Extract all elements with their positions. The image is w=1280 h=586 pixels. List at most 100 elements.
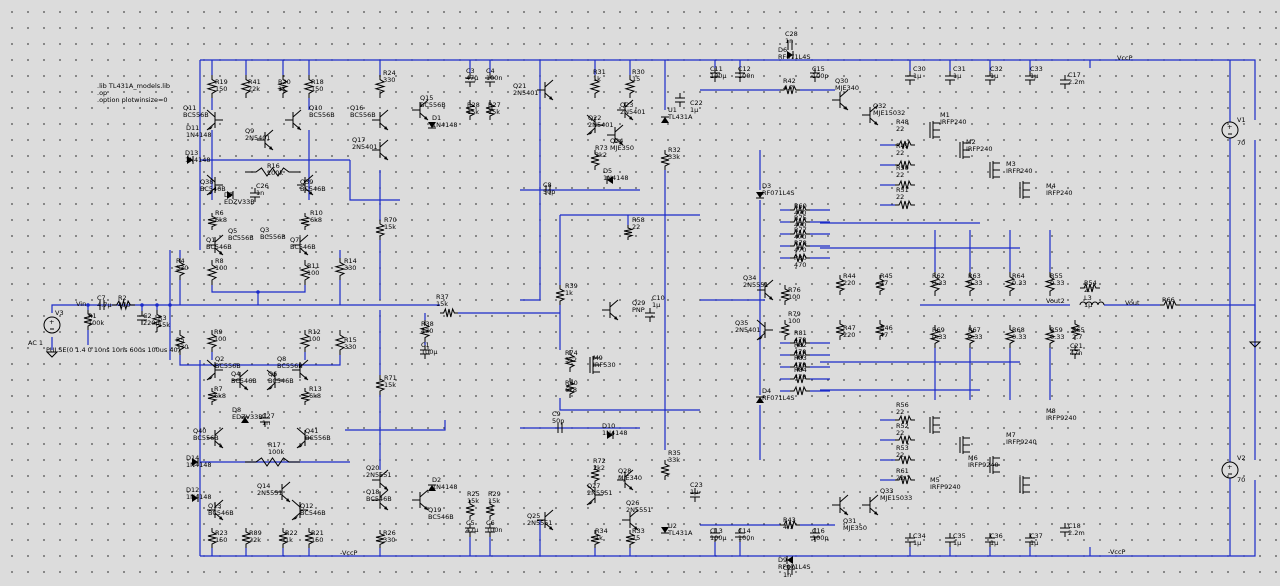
component-value[interactable]: EDZV33B — [224, 198, 255, 206]
component-value[interactable]: 100p — [812, 72, 829, 80]
capacitor[interactable] — [99, 300, 105, 310]
component-id[interactable]: R24 — [383, 69, 396, 77]
component-id[interactable]: R70 — [384, 216, 397, 224]
component-id[interactable]: Q18 — [366, 488, 379, 496]
component-id[interactable]: R78 — [794, 239, 807, 247]
component-id[interactable]: M8 — [1046, 407, 1056, 415]
component-id[interactable]: R62 — [932, 272, 945, 280]
transistor[interactable] — [207, 499, 224, 521]
component-value[interactable]: 470 — [118, 301, 130, 309]
resistor[interactable] — [660, 460, 671, 480]
component-id[interactable]: R58 — [632, 216, 645, 224]
component-value[interactable]: BC546B — [206, 243, 232, 251]
wire[interactable] — [200, 59, 1256, 120]
component-value[interactable]: 22 — [896, 451, 904, 459]
diode[interactable] — [607, 431, 614, 439]
component-id[interactable]: R42 — [783, 77, 796, 85]
component-value[interactable]: IRFP240 — [966, 145, 993, 153]
component-value[interactable]: 22 — [896, 474, 904, 482]
resistor[interactable] — [623, 225, 634, 240]
component-value[interactable]: 33k — [668, 456, 680, 464]
component-value[interactable]: 220 — [843, 279, 855, 287]
resistor[interactable] — [375, 530, 386, 548]
component-id[interactable]: Q19 — [428, 506, 441, 514]
resistor[interactable] — [300, 388, 311, 405]
component-value[interactable]: MJE15032 — [873, 109, 905, 117]
component-id[interactable]: C13 — [710, 527, 723, 535]
component-id[interactable]: R69 — [932, 326, 945, 334]
component-value[interactable]: 47 — [880, 331, 888, 339]
net-vccn[interactable]: -VccP — [1108, 548, 1126, 556]
component-value[interactable]: 470 — [421, 327, 433, 335]
component-value[interactable]: BC546B — [200, 185, 226, 193]
component-id[interactable]: R89 — [249, 529, 262, 537]
diode[interactable] — [756, 396, 764, 403]
component-value[interactable]: 15k — [436, 300, 448, 308]
component-value[interactable]: 150 — [215, 536, 227, 544]
resistor[interactable] — [590, 150, 601, 170]
component-id[interactable]: Q13 — [208, 502, 221, 510]
component-id[interactable]: C28 — [785, 30, 798, 38]
component-id[interactable]: D7 — [224, 191, 233, 199]
capacitor[interactable] — [645, 308, 655, 322]
component-id[interactable]: Q15 — [420, 94, 433, 102]
component-id[interactable]: Q27 — [587, 482, 600, 490]
component-value[interactable]: 2N5401 — [588, 121, 614, 129]
component-value[interactable]: 470 — [794, 221, 806, 229]
component-id[interactable]: C21 — [1070, 342, 1083, 350]
resistor[interactable] — [964, 325, 976, 348]
component-id[interactable]: Q14 — [257, 482, 270, 490]
component-value[interactable]: MJE350 — [843, 524, 867, 532]
component-value[interactable]: 100 — [788, 293, 800, 301]
component-id[interactable]: R56 — [896, 401, 909, 409]
component-id[interactable]: R44 — [843, 272, 856, 280]
transistor[interactable] — [232, 369, 249, 391]
resistor[interactable] — [334, 330, 346, 355]
resistor[interactable] — [1044, 272, 1056, 296]
component-value[interactable]: 6k8 — [309, 392, 321, 400]
component-value[interactable]: 4.7 — [783, 84, 793, 92]
resistor[interactable] — [790, 385, 810, 396]
component-value[interactable]: 150 — [311, 536, 323, 544]
component-value[interactable]: PNP — [632, 306, 645, 314]
resistor[interactable] — [835, 275, 846, 295]
component-value[interactable]: 15 — [632, 75, 640, 83]
resistor[interactable] — [278, 528, 289, 548]
component-value[interactable]: 470 — [794, 348, 806, 356]
diode[interactable] — [606, 176, 613, 184]
resistor[interactable] — [590, 465, 601, 485]
component-value[interactable]: BC556B — [350, 111, 376, 119]
component-value[interactable]: 470 — [794, 361, 806, 369]
capacitor[interactable] — [260, 413, 270, 427]
capacitor[interactable] — [485, 73, 495, 87]
component-value[interactable]: IRFP9240 — [1006, 438, 1037, 446]
component-id[interactable]: R27 — [488, 101, 501, 109]
transistor[interactable] — [207, 427, 224, 449]
component-value[interactable]: 100n — [486, 526, 503, 534]
component-id[interactable]: Q1 — [206, 236, 215, 244]
component-id[interactable]: R17 — [268, 441, 281, 449]
component-id[interactable]: R84 — [794, 366, 807, 374]
component-id[interactable]: C33 — [1030, 65, 1043, 73]
component-value[interactable]: BC546B — [366, 495, 392, 503]
component-value[interactable]: 100p — [812, 534, 829, 542]
component-value[interactable]: 150 — [215, 85, 227, 93]
resistor[interactable] — [929, 272, 941, 296]
capacitor[interactable] — [465, 73, 475, 87]
mosfet[interactable] — [929, 121, 940, 139]
resistor[interactable] — [790, 349, 810, 360]
component-id[interactable]: R34 — [595, 527, 608, 535]
component-id[interactable]: Q6 — [268, 370, 277, 378]
component-id[interactable]: Q24 — [610, 137, 623, 145]
component-value[interactable]: MJE340 — [618, 474, 642, 482]
resistor[interactable] — [299, 330, 311, 352]
transistor[interactable] — [756, 319, 773, 341]
component-value[interactable]: 1N4148 — [602, 429, 628, 437]
diode[interactable] — [787, 51, 794, 59]
net-vccp[interactable]: VccP — [1117, 54, 1133, 62]
component-value[interactable]: 1µ — [652, 301, 660, 309]
transistor[interactable] — [285, 109, 302, 131]
component-id[interactable]: C18 — [1068, 522, 1081, 530]
